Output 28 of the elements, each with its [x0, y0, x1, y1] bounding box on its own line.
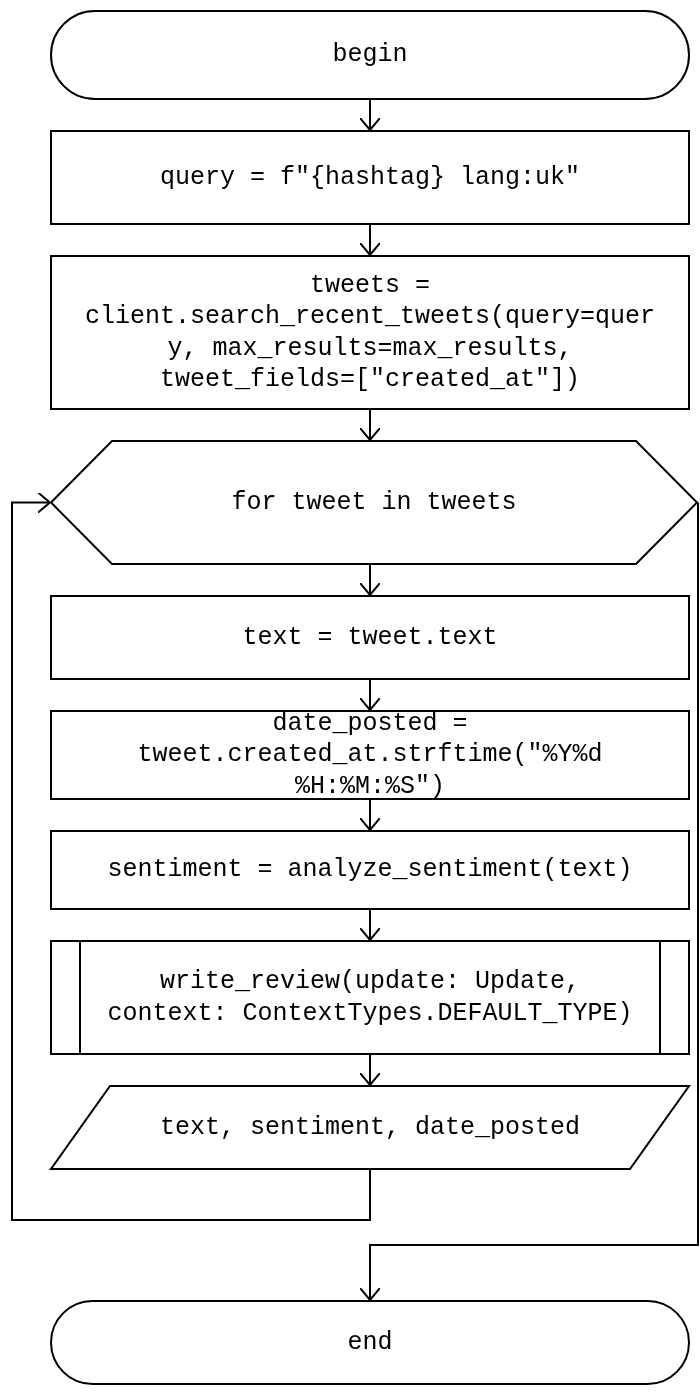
- arrow: [359, 679, 381, 711]
- code-text: date_posted = tweet.created_at.strftime("%Y%d %H:%M:%S"): [136, 708, 604, 802]
- code-text: tweets = client.search_recent_tweets(query=query, max_results=max_results, tweet_fields=["created_at"]): [83, 270, 657, 395]
- process-box: [50, 595, 690, 680]
- arrow: [359, 799, 381, 831]
- arrow: [11, 491, 371, 1221]
- code-text: end: [346, 1326, 394, 1359]
- subroutine-box: [50, 940, 690, 1055]
- arrow: [359, 1054, 381, 1086]
- arrow: [359, 224, 381, 256]
- code-text: sentiment = analyze_sentiment(text): [106, 854, 634, 886]
- code-text: text, sentiment, date_posted: [158, 1111, 582, 1144]
- code-text: text = tweet.text: [241, 621, 499, 654]
- code-text: begin: [331, 39, 409, 71]
- arrow: [359, 99, 381, 131]
- code-text: query = f"{hashtag} lang:uk": [158, 161, 582, 194]
- loop-hexagon: [50, 440, 698, 565]
- code-text: write_review(update: Update, context: ContextTypes.DEFAULT_TYPE): [106, 966, 634, 1029]
- arrow: [359, 564, 381, 596]
- arrow: [359, 501, 699, 1301]
- process-box: [50, 130, 690, 225]
- output-parallelogram: [50, 1085, 690, 1170]
- process-box: [50, 710, 690, 800]
- code-text: for tweet in tweets: [230, 486, 518, 519]
- arrow: [359, 409, 381, 441]
- arrow: [359, 909, 381, 941]
- process-box: [50, 830, 690, 910]
- process-box: [50, 255, 690, 410]
